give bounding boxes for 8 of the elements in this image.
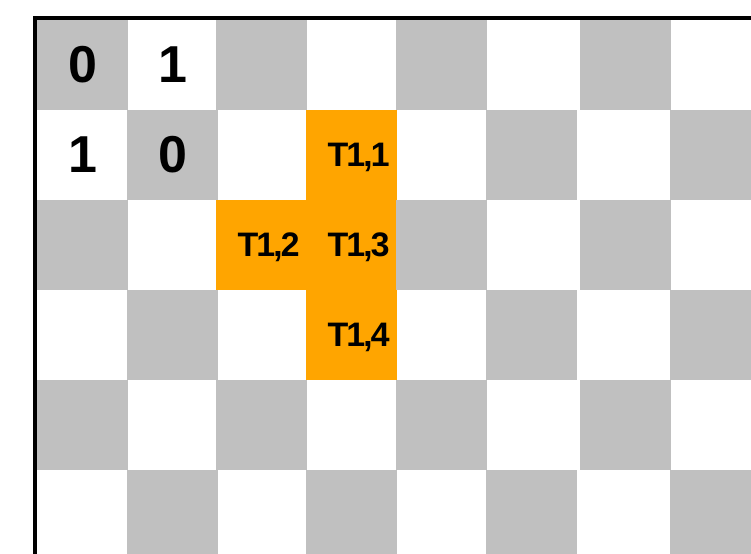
cell-label: 1 bbox=[158, 39, 187, 91]
cell-label: T1,3 bbox=[328, 228, 388, 262]
cell-label: T1,1 bbox=[328, 138, 388, 172]
cell-label: T1,2 bbox=[238, 228, 298, 262]
cell-label: T1,4 bbox=[328, 318, 388, 352]
cell-label: 1 bbox=[68, 129, 97, 181]
cell-label: 0 bbox=[68, 39, 97, 91]
cell-label: 0 bbox=[158, 129, 187, 181]
